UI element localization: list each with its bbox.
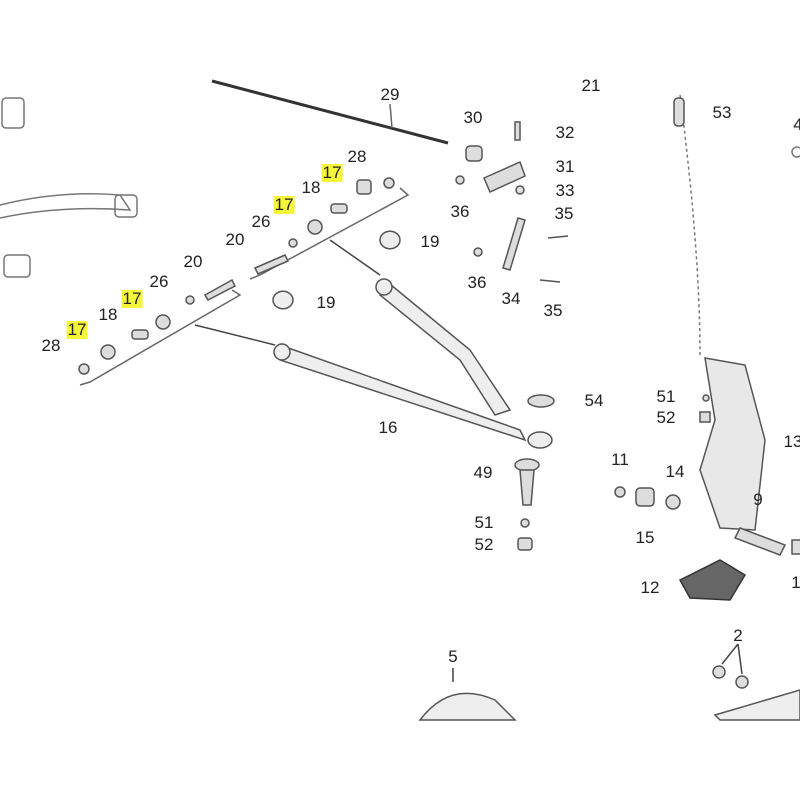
callout-51[interactable]: 51 [656,387,676,406]
callout-11[interactable]: 11 [611,450,629,469]
stabilizer-rod [211,79,449,145]
callout-17-highlighted[interactable]: 17 [273,195,295,214]
callout-26[interactable]: 26 [251,212,271,231]
callout-19[interactable]: 19 [316,293,336,312]
callout-52[interactable]: 52 [656,408,676,427]
callout-35[interactable]: 35 [543,301,563,320]
upper-hardware-bracket [249,187,410,280]
callout-21[interactable]: 21 [581,76,601,95]
callout-32[interactable]: 32 [555,123,575,142]
callout-5[interactable]: 5 [448,647,458,666]
a-arm [272,230,553,449]
callout-18[interactable]: 18 [98,305,118,324]
ball-joint [514,458,540,551]
left-tie-rod [0,97,138,278]
callout-52[interactable]: 52 [474,535,494,554]
callout-28[interactable]: 28 [347,147,367,166]
callout-33[interactable]: 33 [555,181,575,200]
callout-2[interactable]: 2 [733,626,743,645]
callout-36[interactable]: 36 [450,202,470,221]
callout-12[interactable]: 12 [640,578,660,597]
callout-17-highlighted[interactable]: 17 [321,163,343,182]
callout-28[interactable]: 28 [41,336,61,355]
callout-51[interactable]: 51 [474,513,494,532]
callout-9[interactable]: 9 [753,490,763,509]
callout-18[interactable]: 18 [301,178,321,197]
callout-15[interactable]: 15 [635,528,655,547]
callout-35[interactable]: 35 [554,204,574,223]
steering-knuckle [699,357,766,531]
brake-cable [679,94,701,356]
callout-17-highlighted[interactable]: 17 [121,289,143,308]
callout-14[interactable]: 14 [665,462,685,481]
callout-20[interactable]: 20 [225,230,245,249]
callout-4[interactable]: 4 [793,115,800,134]
callout-1[interactable]: 1 [791,573,800,592]
callout-26[interactable]: 26 [149,272,169,291]
callout-17-highlighted[interactable]: 17 [66,320,88,339]
callout-36[interactable]: 36 [467,273,487,292]
lower-hardware-bracket [79,289,242,386]
callout-20[interactable]: 20 [183,252,203,271]
callout-53[interactable]: 53 [712,103,732,122]
callout-54[interactable]: 54 [584,391,604,410]
callout-16[interactable]: 16 [378,418,398,437]
callout-13[interactable]: 13 [783,432,800,451]
skid-pad [678,559,747,601]
callout-34[interactable]: 34 [501,289,521,308]
callout-30[interactable]: 30 [463,108,483,127]
callout-31[interactable]: 31 [555,157,575,176]
callout-19[interactable]: 19 [420,232,440,251]
callout-49[interactable]: 49 [473,463,493,482]
callout-29[interactable]: 29 [380,85,400,104]
